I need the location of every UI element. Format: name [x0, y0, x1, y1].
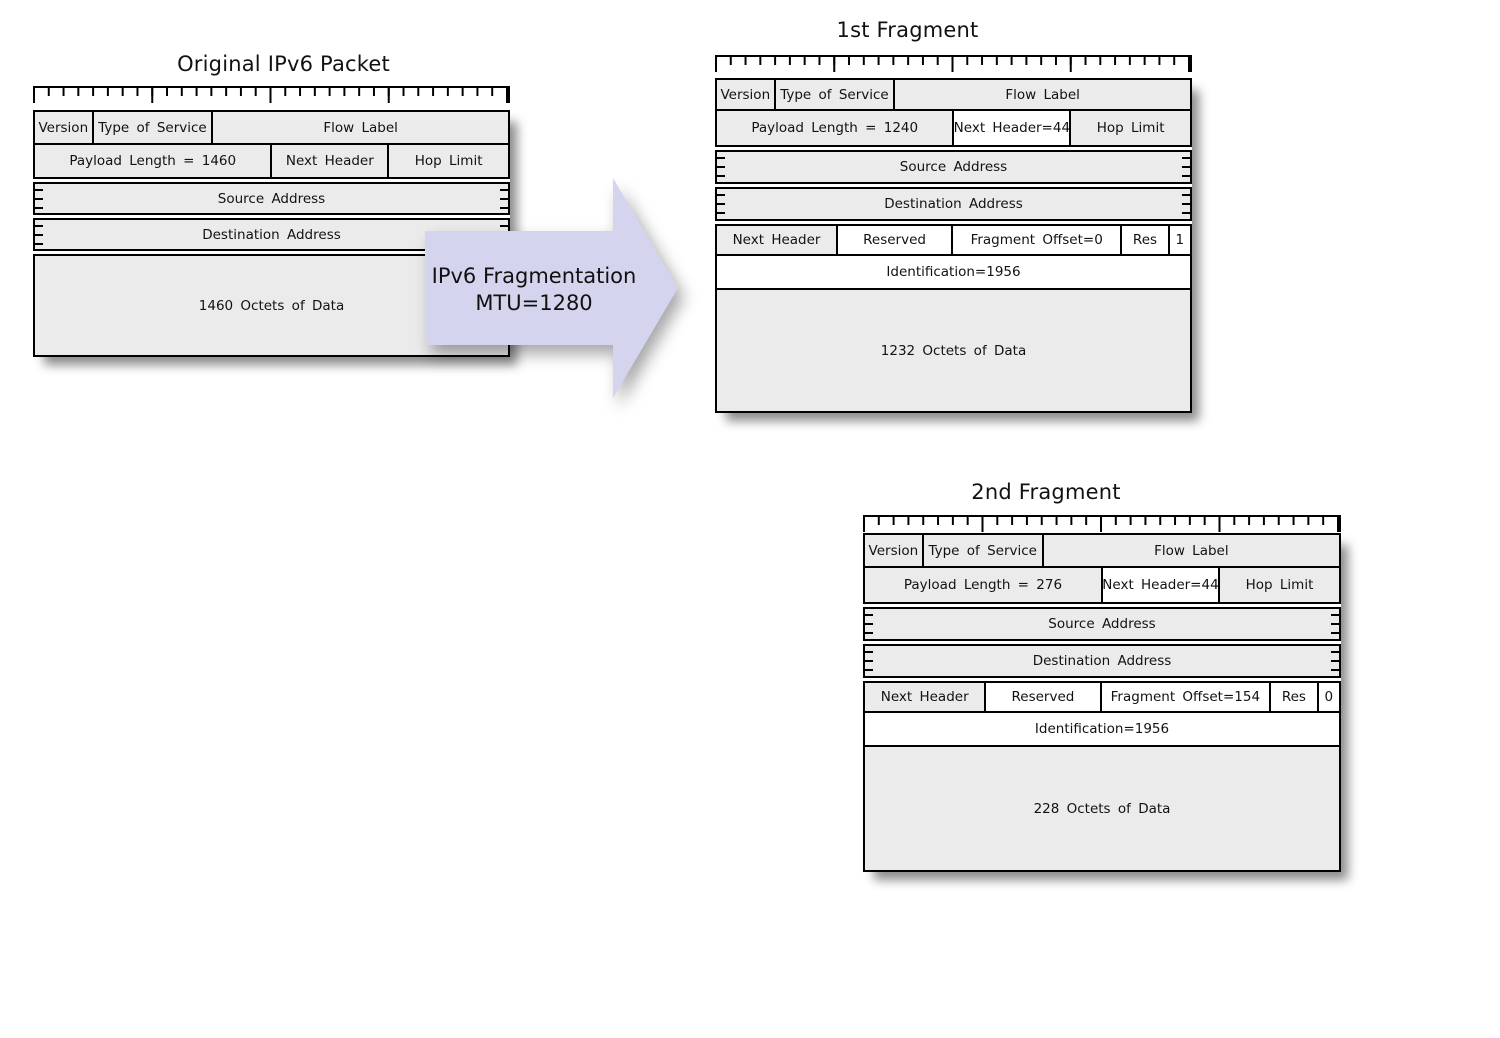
cell-hop-limit: Hop Limit [1096, 120, 1165, 136]
continuation-marks-left-icon [865, 651, 873, 671]
cell-next-header: Next Header [272, 145, 390, 177]
row-identification: Identification=1956 [715, 254, 1192, 290]
row-data: 1232 Octets of Data [715, 288, 1192, 413]
continuation-marks-left-icon [717, 194, 725, 214]
cell-hop-limit: Hop Limit [414, 153, 483, 169]
continuation-marks-right-icon [1331, 651, 1339, 671]
row-version-tos-flow: Version Type of Service Flow Label [33, 110, 510, 145]
cell-type-of-service: Type of Service [776, 80, 896, 109]
cell-source-address: Source Address [899, 159, 1008, 175]
arrow-shape [425, 178, 678, 398]
row-source-address: Source Address [33, 182, 510, 215]
continuation-marks-right-icon [1331, 614, 1339, 634]
row-payload-nh-hop: Payload Length = 1460 Next Header Hop Li… [33, 143, 510, 179]
cell-payload-length: Payload Length = 1240 [717, 111, 955, 145]
row-destination-address: Destination Address [715, 187, 1192, 221]
cell-destination-address: Destination Address [202, 226, 341, 243]
cell-frag-next-header: Next Header [717, 226, 839, 254]
arrow-label: IPv6 Fragmentation MTU=1280 [428, 263, 640, 317]
cell-identification: Identification=1956 [886, 264, 1021, 280]
cell-destination-address: Destination Address [1032, 653, 1172, 669]
continuation-marks-left-icon [35, 224, 43, 245]
cell-fragment-offset: Fragment Offset=0 [953, 226, 1123, 254]
cell-reserved: Reserved [986, 683, 1102, 711]
row-version-tos-flow: Version Type of Service Flow Label [863, 533, 1341, 568]
row-source-address: Source Address [715, 150, 1192, 184]
packet-body: Version Type of Service Flow Label Paylo… [715, 78, 1192, 413]
cell-source-address: Source Address [217, 190, 326, 207]
cell-destination-address: Destination Address [884, 196, 1023, 212]
continuation-marks-right-icon [1182, 194, 1190, 214]
cell-source-address: Source Address [1048, 616, 1156, 632]
row-fragment-header: Next Header Reserved Fragment Offset=0 R… [715, 224, 1192, 256]
packet-body: Version Type of Service Flow Label Paylo… [863, 533, 1341, 872]
bit-ruler-icon [33, 86, 510, 103]
arrow-label-line1: IPv6 Fragmentation [431, 264, 637, 288]
cell-res: Res [1271, 683, 1319, 711]
cell-flow-label: Flow Label [323, 119, 398, 136]
cell-res: Res [1122, 226, 1170, 254]
packet-title: Original IPv6 Packet [177, 52, 390, 76]
cell-fragment-offset: Fragment Offset=154 [1101, 683, 1272, 711]
cell-payload-length: Payload Length = 1460 [35, 145, 273, 177]
cell-octets-of-data: 1460 Octets of Data [198, 297, 345, 314]
cell-version: Version [717, 80, 776, 109]
row-data: 228 Octets of Data [863, 745, 1341, 872]
cell-flow-label: Flow Label [1005, 86, 1080, 103]
cell-m-flag: 1 [1169, 226, 1190, 254]
packet-title: 2nd Fragment [971, 480, 1121, 504]
cell-version: Version [35, 112, 94, 143]
arrow-label-line2: MTU=1280 [475, 291, 593, 315]
cell-type-of-service: Type of Service [94, 112, 214, 143]
continuation-marks-left-icon [865, 614, 873, 634]
bit-ruler-icon [715, 55, 1192, 72]
row-source-address: Source Address [863, 607, 1341, 641]
cell-reserved: Reserved [838, 226, 954, 254]
cell-hop-limit: Hop Limit [1245, 577, 1314, 593]
row-fragment-header: Next Header Reserved Fragment Offset=154… [863, 681, 1341, 713]
cell-octets-of-data: 228 Octets of Data [1033, 800, 1171, 817]
cell-type-of-service: Type of Service [924, 535, 1044, 566]
row-payload-nh-hop: Payload Length = 276 Next Header=44 Hop … [863, 566, 1341, 604]
cell-next-header: Next Header=44 [954, 111, 1072, 145]
cell-version: Version [865, 535, 924, 566]
row-identification: Identification=1956 [863, 711, 1341, 747]
cell-octets-of-data: 1232 Octets of Data [880, 342, 1027, 359]
fragmentation-arrow-icon [425, 178, 678, 398]
continuation-marks-right-icon [500, 188, 508, 209]
cell-flow-label: Flow Label [1154, 542, 1229, 559]
cell-frag-next-header: Next Header [865, 683, 987, 711]
row-payload-nh-hop: Payload Length = 1240 Next Header=44 Hop… [715, 109, 1192, 147]
continuation-marks-left-icon [717, 157, 725, 177]
row-version-tos-flow: Version Type of Service Flow Label [715, 78, 1192, 111]
cell-payload-length: Payload Length = 276 [865, 568, 1103, 602]
packet-title: 1st Fragment [836, 18, 979, 42]
bit-ruler-icon [863, 515, 1341, 532]
row-destination-address: Destination Address [863, 644, 1341, 678]
continuation-marks-right-icon [1182, 157, 1190, 177]
cell-next-header: Next Header=44 [1102, 568, 1220, 602]
continuation-marks-left-icon [35, 188, 43, 209]
cell-identification: Identification=1956 [1034, 721, 1170, 737]
cell-m-flag: 0 [1318, 683, 1339, 711]
